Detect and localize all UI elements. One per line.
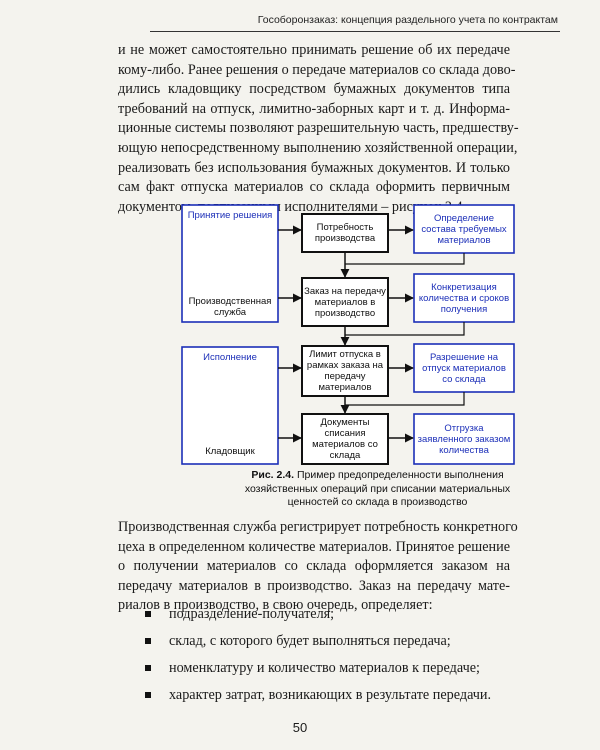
feedback-arrow-1 [345, 253, 465, 265]
text-line: требований на отпуск, лимитно-заборных к… [118, 100, 510, 117]
body-paragraph-2: Производственная служба регистрирует пот… [118, 518, 518, 616]
left-group-box-2 [181, 346, 279, 465]
running-header: Гособоронзаказ: концепция раздельного уч… [257, 14, 558, 26]
square-bullet-icon [145, 638, 151, 644]
right-text-1: Определение состава требуемых материалов [421, 212, 507, 246]
text-line: дились кладовщику посредством бумажных д… [118, 81, 510, 98]
left-label-storekeeper: Кладовщик [205, 446, 255, 457]
text-line: Производственная служба регистрирует пот… [118, 519, 518, 535]
center-text-3: Лимит отпуска в рамках заказа на передач… [306, 349, 384, 393]
list-item: характер затрат, возникающих в результат… [145, 686, 491, 713]
center-text-1: Потребность производства [314, 222, 376, 244]
text-line: реализовать без использования бумажных д… [118, 159, 510, 176]
text-line: сам факт отпуска материалов со склада оф… [118, 179, 510, 196]
text-line: ционные системы позволяют разрешительную… [118, 120, 519, 137]
text-line: цеха в определенном количестве материало… [118, 538, 510, 555]
feedback-arrow-2 [345, 322, 465, 336]
square-bullet-icon [145, 665, 151, 671]
list-item: склад, с которого будет выполняться пере… [145, 632, 491, 659]
page-number: 50 [292, 720, 308, 735]
right-text-2: Конкретизация количества и сроков получе… [418, 281, 510, 315]
bullet-list: подразделение-получателя; склад, с котор… [145, 605, 491, 713]
text-line: риалов в производство, в свою очередь, о… [118, 597, 433, 614]
list-item: номенклатуру и количество материалов к п… [145, 659, 491, 686]
text-line: передачу материалов в производство. Зака… [118, 577, 510, 594]
header-rule [150, 31, 560, 32]
flow-diagram: Принятие решения Производственная служба… [180, 200, 520, 470]
list-item-text: склад, с которого будет выполняться пере… [169, 633, 451, 649]
caption-label: Рис. 2.4. [251, 469, 295, 481]
right-box-3 [413, 343, 515, 393]
center-box-2 [301, 277, 389, 327]
left-label-production: Производственная служба [188, 296, 272, 318]
feedback-arrow-3 [345, 392, 465, 406]
right-text-3: Разрешение на отпуск материалов со склад… [422, 351, 506, 385]
right-box-1 [413, 204, 515, 254]
square-bullet-icon [145, 611, 151, 617]
right-box-4 [413, 413, 515, 465]
caption-text: Пример предопределенности выполнения хоз… [244, 469, 511, 508]
center-box-4 [301, 413, 389, 465]
center-box-1 [301, 213, 389, 253]
list-item-text: характер затрат, возникающих в результат… [169, 687, 492, 703]
figure-caption: Рис. 2.4. Пример предопределенности выпо… [240, 469, 515, 510]
right-text-4: Отгрузка заявленного заказом количества [417, 422, 511, 456]
list-item-text: подразделение-получателя; [169, 606, 335, 622]
body-paragraph-1: и не может самостоятельно принимать реше… [118, 41, 519, 217]
text-line: о получении материалов со склада оформля… [118, 558, 510, 575]
list-item: подразделение-получателя; [145, 605, 491, 632]
left-label-decision: Принятие решения [187, 210, 273, 221]
list-item-text: номенклатуру и количество материалов к п… [169, 660, 480, 676]
left-group-box-1 [181, 204, 279, 323]
text-line: кому-либо. Ранее решения о передаче мате… [118, 61, 516, 78]
text-line: ющую непосредственному выполнению хозяйс… [118, 139, 518, 156]
center-text-2: Заказ на передачу материалов в производс… [304, 285, 386, 319]
square-bullet-icon [145, 692, 151, 698]
right-box-2 [413, 273, 515, 323]
left-label-execution: Исполнение [203, 352, 257, 363]
text-line: и не может самостоятельно принимать реше… [118, 42, 510, 58]
diagram-lines [181, 204, 515, 465]
center-text-4: Документы списания материалов со склада [312, 417, 378, 461]
